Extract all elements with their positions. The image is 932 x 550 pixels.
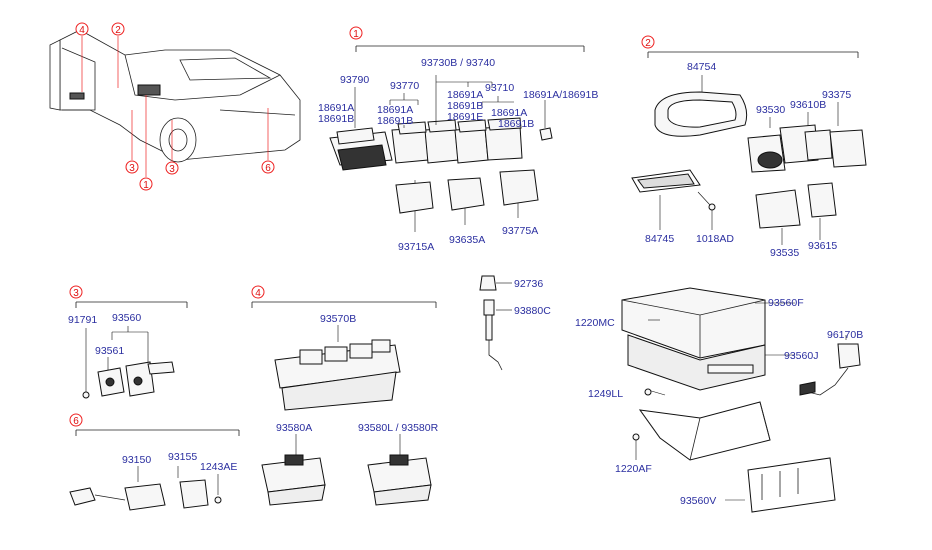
label-93635a: 93635A: [449, 234, 485, 246]
car-callouts: 4 2 3 1 3 6: [75, 22, 275, 191]
label-93561: 93561: [95, 345, 124, 357]
group-4: 4 93570B 93580A 93580L / 93580R: [251, 285, 439, 506]
callout-3b: 3: [169, 164, 175, 175]
label-93730b-93740: 93730B / 93740: [421, 57, 495, 69]
label-1249ll: 1249LL: [588, 388, 623, 400]
label-84745: 84745: [645, 233, 674, 245]
label-84754: 84754: [687, 61, 716, 73]
label-93580a: 93580A: [276, 422, 312, 434]
label-93570b: 93570B: [320, 313, 356, 325]
label-18691b-2: 18691B: [377, 115, 413, 127]
group-6-marker: 6: [73, 416, 79, 427]
label-96170b: 96170B: [827, 329, 863, 341]
label-93535: 93535: [770, 247, 799, 259]
label-18691a-18691b-top: 18691A/18691B: [523, 89, 598, 101]
label-93560: 93560: [112, 312, 141, 324]
callout-3a: 3: [129, 163, 135, 174]
label-1220mc: 1220MC: [575, 317, 615, 329]
label-93770: 93770: [390, 80, 419, 92]
label-93560j: 93560J: [784, 350, 818, 362]
label-93615: 93615: [808, 240, 837, 252]
label-93155: 93155: [168, 451, 197, 463]
group-4-marker: 4: [255, 288, 261, 299]
callout-6: 6: [265, 163, 271, 174]
label-18691b-1: 18691B: [318, 113, 354, 125]
label-93375: 93375: [822, 89, 851, 101]
label-1243ae: 1243AE: [200, 461, 237, 473]
sensor-assembly: 92736 93880C: [479, 275, 551, 371]
callout-4: 4: [79, 25, 85, 36]
group-2: 2 84754 93530 93610B 93375 84745 1018AD …: [631, 35, 867, 259]
label-93715a: 93715A: [398, 241, 434, 253]
label-93150: 93150: [122, 454, 151, 466]
control-module-assembly: 93560F 1220MC 96170B 93560J 1249LL 1220A…: [575, 287, 863, 513]
group-3: 3 91791 93560 93561: [68, 285, 188, 399]
label-93580l-93580r: 93580L / 93580R: [358, 422, 439, 434]
label-18691a-3: 18691A: [447, 89, 483, 101]
group-2-marker: 2: [645, 38, 651, 49]
label-18691b-4: 18691B: [498, 118, 534, 130]
label-18691a-1: 18691A: [318, 102, 354, 114]
label-1018ad: 1018AD: [696, 233, 734, 245]
label-93560v: 93560V: [680, 495, 716, 507]
label-18691a-2: 18691A: [377, 104, 413, 116]
label-18691e: 18691E: [447, 111, 483, 123]
label-18691a-4: 18691A: [491, 107, 527, 119]
label-1220af: 1220AF: [615, 463, 652, 475]
group-1-marker: 1: [353, 29, 359, 40]
label-18691b-3: 18691B: [447, 100, 483, 112]
label-91791: 91791: [68, 314, 97, 326]
car-illustration: [49, 29, 301, 163]
switch-row: [329, 117, 553, 171]
label-93790: 93790: [340, 74, 369, 86]
group-1: 1 93790 93730B / 93: [318, 26, 598, 253]
label-93880c: 93880C: [514, 305, 551, 317]
label-93610b: 93610B: [790, 99, 826, 111]
label-93530: 93530: [756, 104, 785, 116]
label-92736: 92736: [514, 278, 543, 290]
group-3-marker: 3: [73, 288, 79, 299]
callout-1: 1: [143, 180, 149, 191]
group-6: 6 93150 93155 1243AE: [69, 413, 240, 511]
label-93710: 93710: [485, 82, 514, 94]
label-93775a: 93775A: [502, 225, 538, 237]
callout-2: 2: [115, 25, 121, 36]
label-93560f: 93560F: [768, 297, 804, 309]
